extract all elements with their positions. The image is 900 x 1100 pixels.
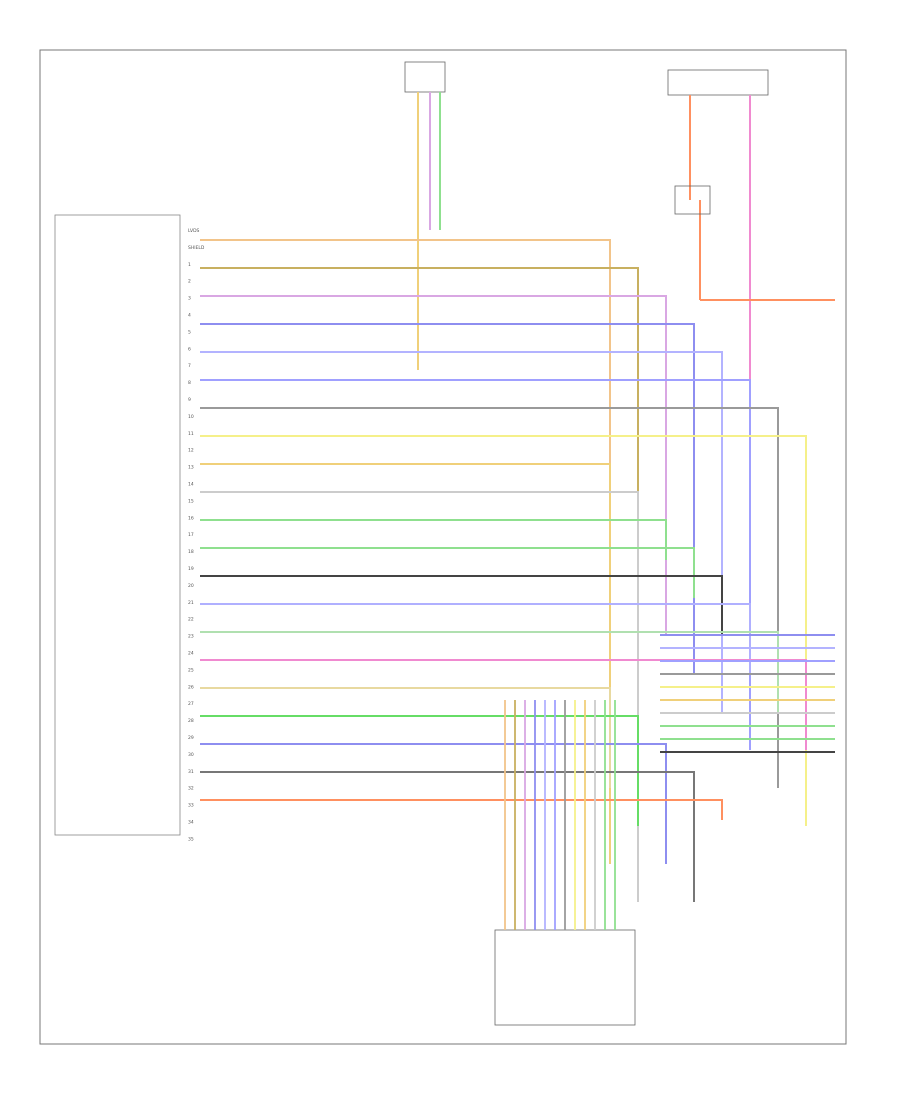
module-pin-label: 12 <box>188 448 194 454</box>
wire <box>200 575 723 636</box>
diagram-frame <box>39 49 847 1045</box>
module-pin-label: 23 <box>188 634 194 640</box>
module-pin-label: 9 <box>188 397 191 403</box>
module-pin-label: 15 <box>188 498 194 504</box>
wire-bundle <box>200 239 807 902</box>
module-pin-label: 17 <box>188 532 194 538</box>
module-pin-label: 8 <box>188 380 191 386</box>
wire <box>200 519 667 560</box>
module-pin-label: 29 <box>188 735 194 741</box>
wire <box>200 239 611 560</box>
module-pin-label: 14 <box>188 482 194 488</box>
module-pin-label: 6 <box>188 346 191 352</box>
wire <box>200 771 695 902</box>
wire <box>200 491 639 902</box>
module-pin-label: 30 <box>188 752 194 758</box>
module-pin-label: 2 <box>188 279 191 285</box>
module-pin-label: 24 <box>188 651 194 657</box>
module-pin-label: 25 <box>188 667 194 673</box>
wire <box>200 323 695 674</box>
module-pin-label: 21 <box>188 600 194 606</box>
module-pin-label: 11 <box>188 431 194 437</box>
module-pin-label: 33 <box>188 803 194 809</box>
module-pin-label: 20 <box>188 583 194 589</box>
right-terminals <box>660 634 835 753</box>
wire <box>200 351 723 712</box>
module-pin-label: 27 <box>188 701 194 707</box>
wire <box>200 687 611 788</box>
module-pin-label: 34 <box>188 820 194 826</box>
module-pin-label: 7 <box>188 363 191 369</box>
module-pin-label: 31 <box>188 769 194 775</box>
module-pin-labels: LVDSSHIELD123456789101112131415161718192… <box>188 228 205 842</box>
wire <box>200 743 667 864</box>
module-pin-label: 32 <box>188 786 194 792</box>
module-pin-label: 22 <box>188 617 194 623</box>
wire <box>200 463 611 864</box>
module-pin-label: 4 <box>188 313 191 319</box>
module-pin-label: 13 <box>188 465 194 471</box>
module-pin-label: 10 <box>188 414 194 420</box>
bottom-connector <box>494 700 636 1026</box>
module-pin-label: 16 <box>188 515 194 521</box>
wire <box>200 295 667 636</box>
module-pin-label: 28 <box>188 718 194 724</box>
wire <box>200 547 695 598</box>
wire <box>200 603 751 674</box>
wire <box>200 267 639 598</box>
module-pin-label: 1 <box>188 262 191 268</box>
bottom-connector-pins <box>504 700 616 930</box>
wire <box>200 799 723 820</box>
module-pin-label: LVDS <box>188 228 200 234</box>
module-pin-label: 35 <box>188 836 194 842</box>
wire <box>200 631 779 712</box>
module-pin-label: 26 <box>188 684 194 690</box>
module-pin-label: SHIELD <box>188 245 205 251</box>
module-pin-label: 3 <box>188 296 191 302</box>
module-pin-label: 18 <box>188 549 194 555</box>
module-pin-label: 5 <box>188 329 191 335</box>
control-module: LVDSSHIELD123456789101112131415161718192… <box>54 214 205 842</box>
wire <box>200 715 639 826</box>
module-pin-label: 19 <box>188 566 194 572</box>
